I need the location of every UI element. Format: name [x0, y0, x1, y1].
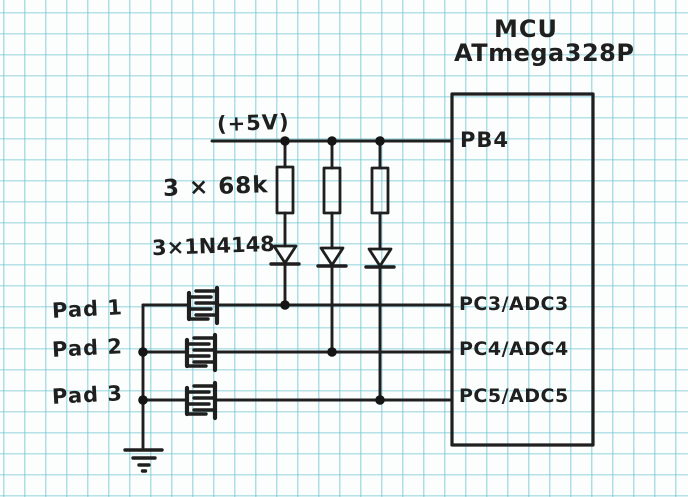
pad-1-label: Pad 1 [51, 295, 124, 323]
resistor-value-label: 3 × 68k [162, 172, 269, 202]
diode-icon [367, 247, 393, 268]
diode-icon [319, 246, 345, 267]
resistor-icon [370, 166, 390, 215]
pin-label-pc5: PC5/ADC5 [459, 385, 569, 407]
pin-label-pc3: PC3/ADC3 [459, 293, 569, 315]
diode-part-label: 3×1N4148 [151, 231, 276, 261]
supply-voltage-label: (+5V) [216, 109, 291, 137]
part-number-label: ATmega328P [454, 39, 635, 67]
resistor-icon [322, 166, 342, 215]
touch-pad-icon [187, 383, 215, 418]
pad-2-label: Pad 2 [51, 334, 124, 362]
pullup-branch-2 [316, 139, 348, 354]
ground-icon [123, 448, 164, 473]
touch-pad-icon [187, 335, 215, 370]
junction-dots [138, 136, 385, 405]
mcu-title: MCU [494, 15, 558, 43]
resistor-icon [275, 165, 295, 215]
pin-label-pb4: PB4 [460, 128, 510, 152]
pad-3-label: Pad 3 [51, 381, 124, 409]
diode-icon [272, 244, 298, 265]
touch-pad-icon [189, 288, 217, 323]
mcu-outline [450, 92, 595, 447]
pullup-branch-1 [269, 139, 301, 307]
pullup-branch-3 [364, 139, 396, 402]
pin-label-pc4: PC4/ADC4 [459, 338, 569, 360]
